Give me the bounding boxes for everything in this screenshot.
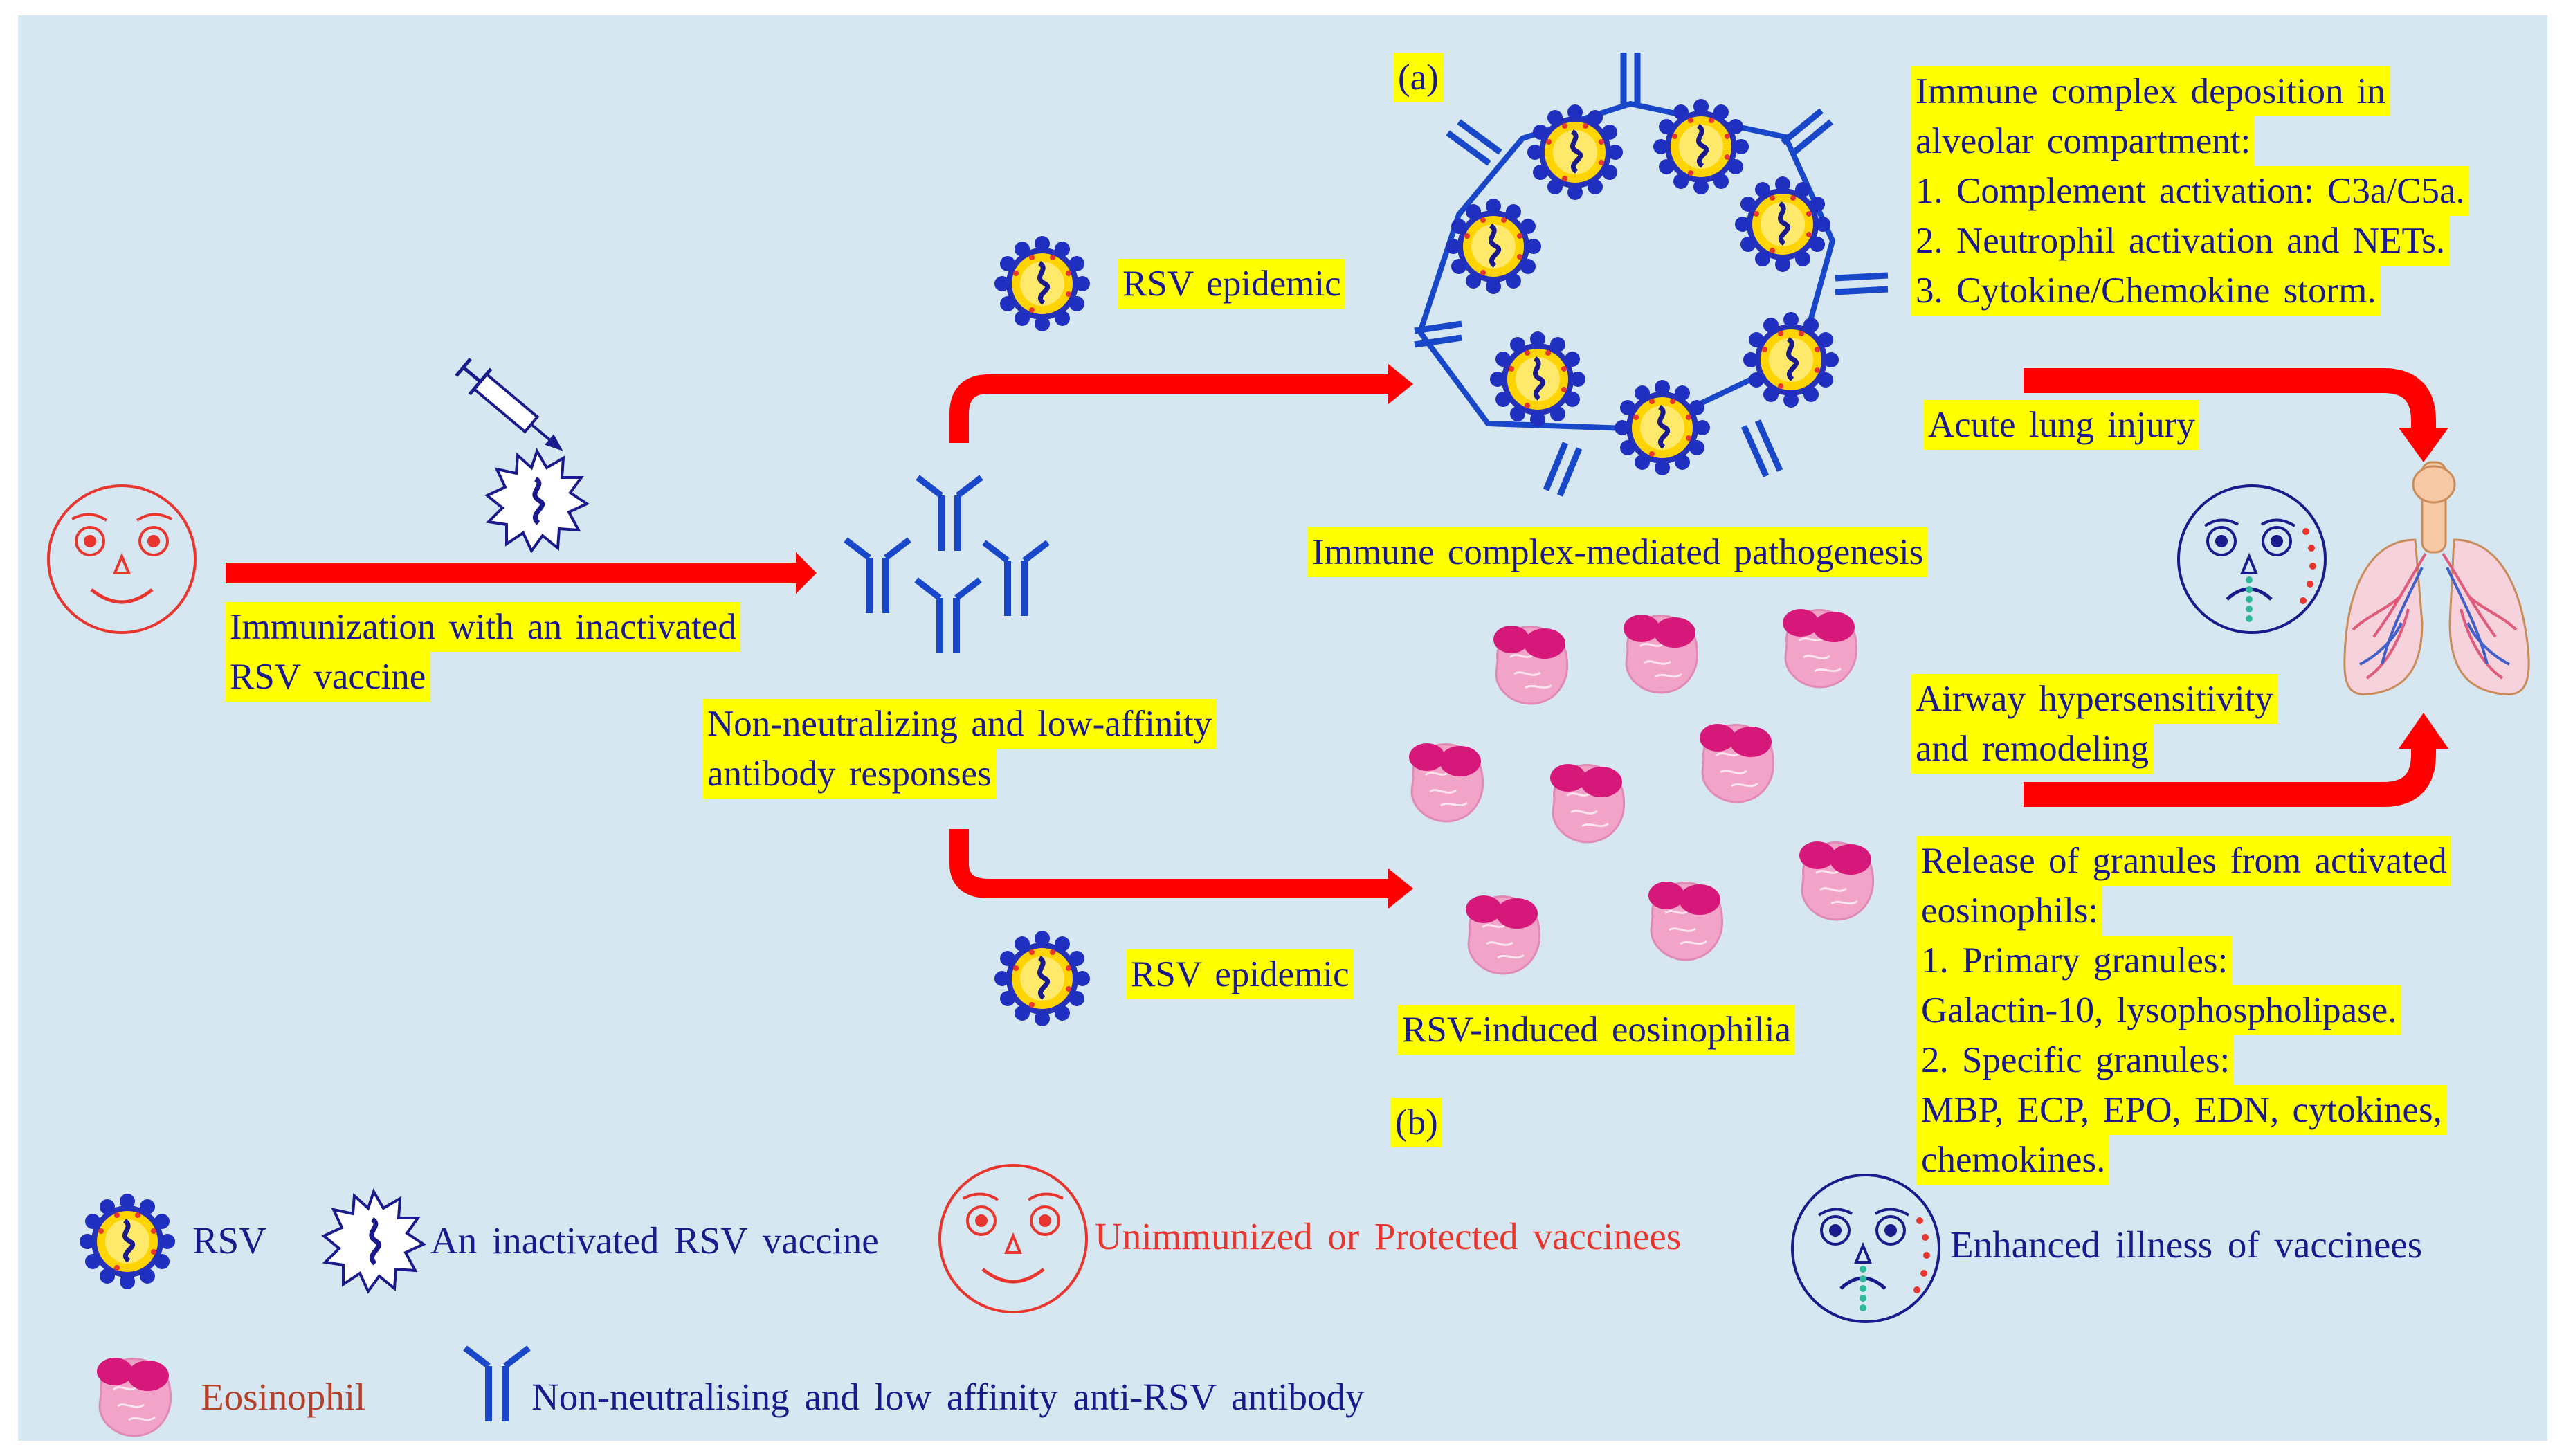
airway-label-line: Airway hypersensitivity <box>1911 674 2277 724</box>
immune-deposition-line: 2. Neutrophil activation and NETs. <box>1911 216 2450 266</box>
granules-line: chemokines. <box>1917 1135 2110 1185</box>
eosinophil-cluster <box>1408 608 1875 975</box>
upper-branch-arrow <box>949 364 1413 443</box>
airway-label-line: and remodeling <box>1911 724 2154 774</box>
lower-branch-arrow <box>949 829 1413 909</box>
airway-label: Airway hypersensitivity and remodeling <box>1911 674 2277 774</box>
granules-line: MBP, ECP, EPO, EDN, cytokines, <box>1917 1085 2446 1135</box>
granules-line: eosinophils: <box>1917 886 2103 936</box>
immune-complex-ring <box>1414 53 1889 497</box>
acute-injury-arrow <box>2024 368 2448 462</box>
rsv-virus-icon <box>994 931 1090 1026</box>
granules-list: Release of granules from activated eosin… <box>1917 836 2451 1185</box>
acute-lung-injury-label: Acute lung injury <box>1924 400 2199 450</box>
enhanced-illness-face-icon <box>2179 486 2325 633</box>
airway-arrow <box>2024 713 2448 807</box>
legend-vaccine-icon <box>324 1192 424 1291</box>
immune-deposition-line: Immune complex deposition in <box>1911 66 2390 116</box>
rsv-virus-icon <box>994 236 1090 331</box>
legend-protected-label: Unimmunized or Protected vaccinees <box>1095 1215 1682 1257</box>
immunization-arrow <box>226 552 817 594</box>
immunization-label-line: Immunization with an inactivated <box>226 602 740 652</box>
lungs-icon <box>2343 461 2530 695</box>
panel-a-label: (a) <box>1394 53 1443 102</box>
immune-deposition-line: 1. Complement activation: C3a/C5a. <box>1911 166 2469 216</box>
legend-antibody-icon <box>465 1348 529 1421</box>
legend-enhanced-face-icon <box>1792 1175 1939 1322</box>
immunization-label: Immunization with an inactivated RSV vac… <box>226 602 740 702</box>
legend-antibody-label: Non-neutralising and low affinity anti-R… <box>531 1376 1365 1418</box>
antibody-cluster <box>846 477 1048 653</box>
legend-rsv-icon <box>80 1194 175 1289</box>
granules-line: 2. Specific granules: <box>1917 1035 2235 1085</box>
legend-rsv-label: RSV <box>192 1219 266 1262</box>
immune-complex-pathogenesis-label: Immune complex-mediated pathogenesis <box>1308 527 1928 577</box>
antibody-responses-line: antibody responses <box>703 749 996 799</box>
immune-deposition-line: alveolar compartment: <box>1911 116 2255 166</box>
antibody-responses-line: Non-neutralizing and low-affinity <box>703 699 1217 749</box>
granules-line: Galactin-10, lysophospholipase. <box>1917 985 2401 1035</box>
granules-line: Release of granules from activated <box>1917 836 2451 886</box>
immune-deposition-list: Immune complex deposition in alveolar co… <box>1911 66 2469 316</box>
immunization-label-line: RSV vaccine <box>226 652 430 702</box>
granules-line: 1. Primary granules: <box>1917 936 2233 985</box>
rsv-epidemic-bottom-label: RSV epidemic <box>1127 949 1354 999</box>
inactivated-vaccine-icon <box>487 451 587 551</box>
legend-protected-face-icon <box>940 1165 1086 1312</box>
syringe-icon <box>455 357 563 451</box>
legend-vaccine-label: An inactivated RSV vaccine <box>430 1219 879 1262</box>
immune-deposition-line: 3. Cytokine/Chemokine storm. <box>1911 266 2381 316</box>
legend-enhanced-label: Enhanced illness of vaccinees <box>1950 1223 2423 1266</box>
protected-face-icon <box>48 486 195 633</box>
rsv-eosinophilia-label: RSV-induced eosinophilia <box>1398 1005 1795 1055</box>
panel-b-label: (b) <box>1391 1098 1442 1147</box>
antibody-responses-label: Non-neutralizing and low-affinity antibo… <box>703 699 1217 799</box>
legend-eosinophil-icon <box>96 1356 172 1437</box>
legend-eosinophil-label: Eosinophil <box>201 1376 366 1418</box>
rsv-epidemic-top-label: RSV epidemic <box>1118 259 1345 309</box>
